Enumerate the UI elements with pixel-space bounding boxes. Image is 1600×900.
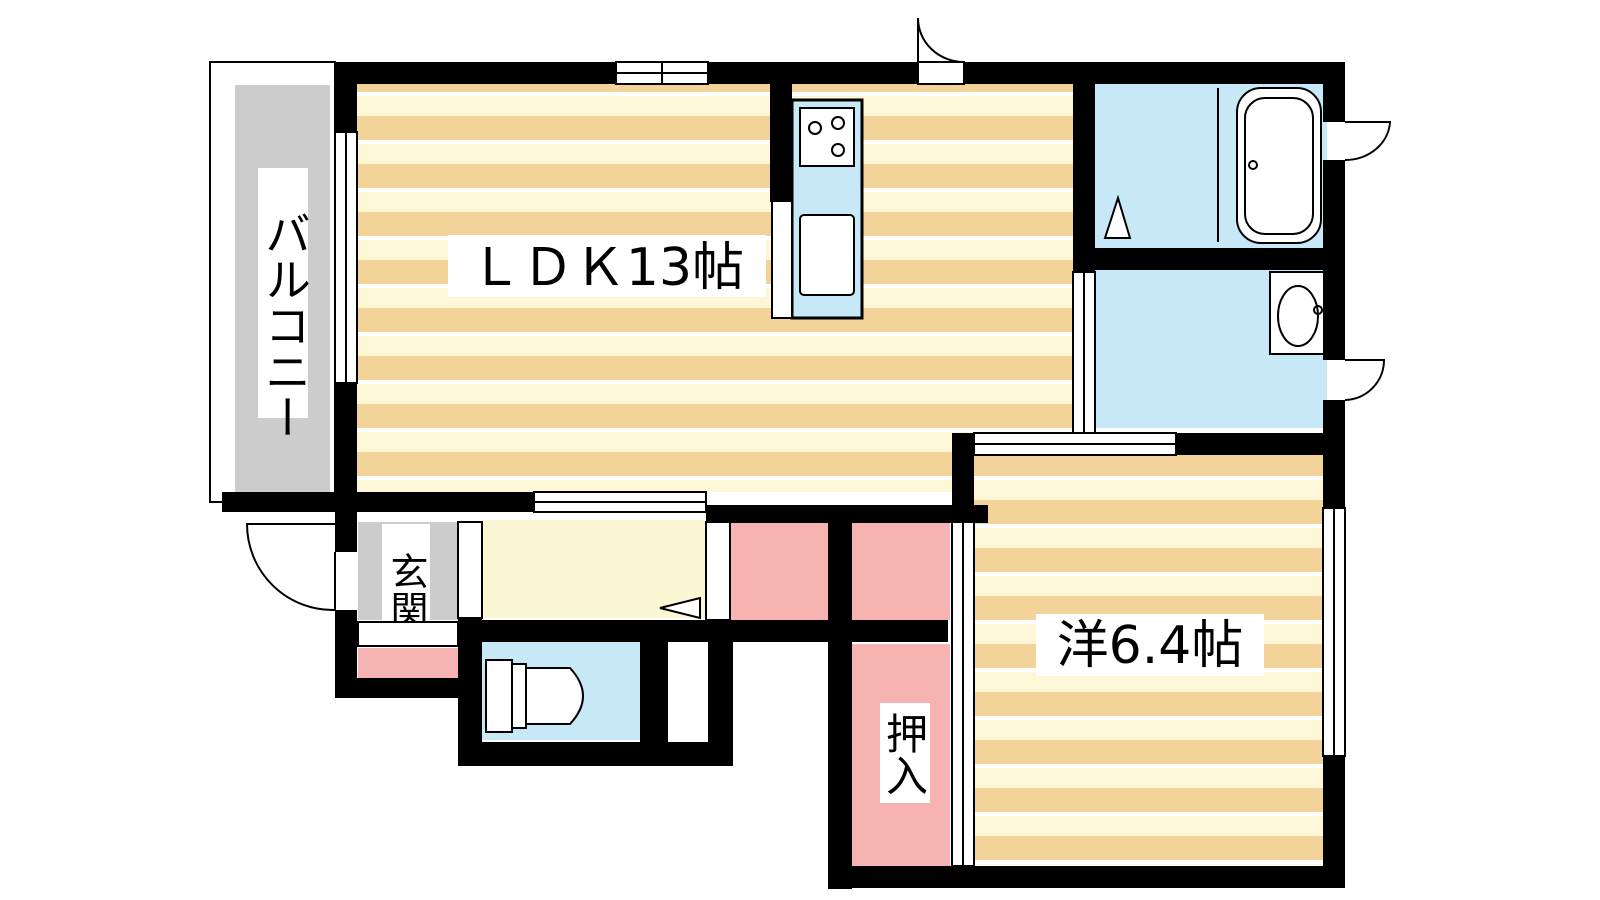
bathtub-icon: [1236, 87, 1322, 244]
closet-label: 押入: [880, 712, 929, 796]
window: [917, 61, 965, 85]
entry-door-swing: [245, 523, 336, 612]
entrance: 玄関: [357, 522, 459, 678]
washroom: [1094, 249, 1327, 428]
toilet-room: [481, 625, 641, 740]
room-labels: ＬＤＫ13帖 洋6.4帖: [448, 235, 1264, 676]
hallway: [482, 520, 707, 620]
kitchen-counter: [771, 98, 864, 320]
door-swing: [1344, 359, 1386, 401]
balcony: バルコニー: [209, 61, 336, 503]
toilet-icon: [485, 659, 513, 733]
bathroom: [1095, 80, 1327, 248]
walls: [222, 62, 1345, 889]
entrance-label: 玄関: [384, 552, 428, 628]
western-label: 洋6.4帖: [1057, 616, 1244, 676]
storage-areas: 押入: [668, 519, 975, 867]
openings: [245, 17, 1392, 757]
balcony-label: バルコニー: [258, 210, 312, 440]
ldk-label: ＬＤＫ13帖: [470, 238, 744, 298]
kitchen-sink-icon: [799, 214, 855, 296]
door-swing: [917, 17, 965, 63]
door-swing: [1344, 121, 1392, 162]
stove-icon: [799, 107, 855, 167]
